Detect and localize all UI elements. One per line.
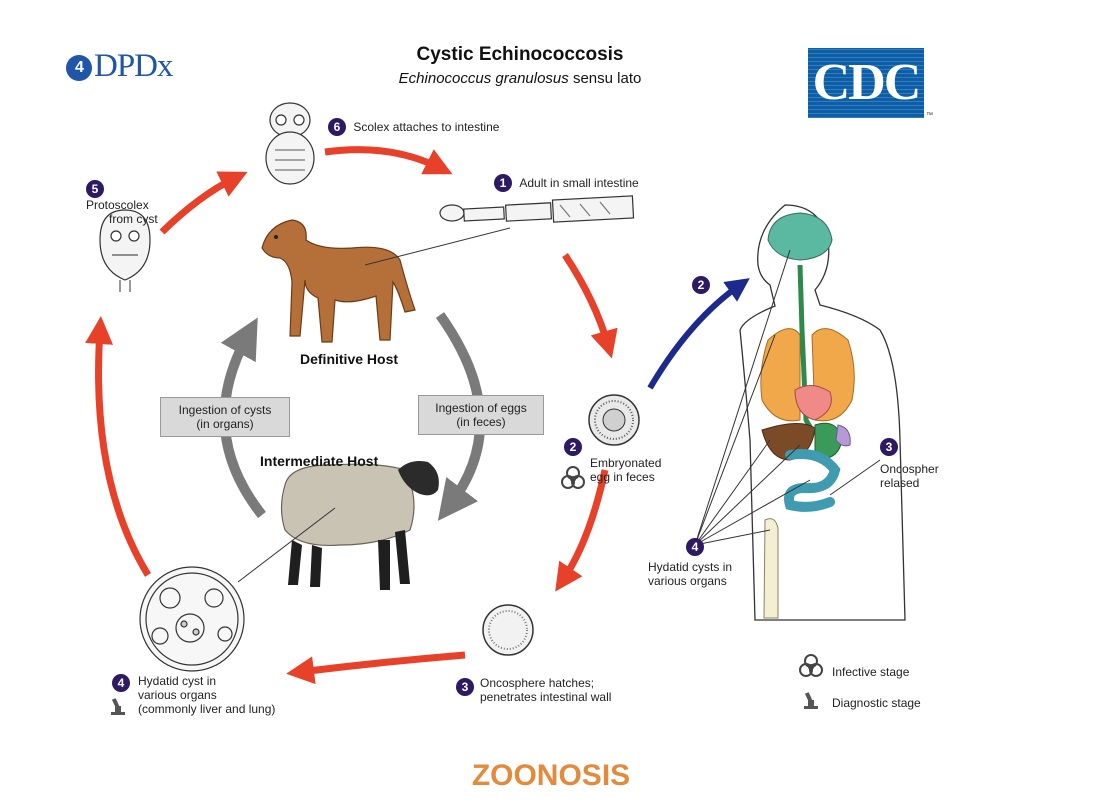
legend-diagnostic-label: Diagnostic stage	[832, 696, 921, 710]
cdc-logo-text: CDC	[812, 54, 922, 111]
human-stage-4-badge: 4	[686, 538, 704, 556]
zoonosis-caption: ZOONOSIS	[471, 759, 631, 792]
ingestion-cysts-box: Ingestion of cysts (in organs)	[160, 397, 290, 437]
protoscolex-illustration	[99, 209, 151, 292]
legend-biohazard-icon	[799, 654, 823, 677]
spleen	[835, 424, 851, 447]
stage-5-badge: 5	[86, 180, 104, 198]
adult-worm-illustration	[439, 195, 635, 223]
stage-6-badge: 6	[328, 118, 346, 136]
ingestion-cysts-line2: (in organs)	[196, 417, 254, 431]
stage-5-label: 5 Protoscolex from cyst	[86, 180, 158, 226]
arrow-2-to-3	[555, 469, 609, 592]
stage-3-badge: 3	[456, 678, 474, 696]
ingestion-eggs-line1: Ingestion of eggs	[435, 401, 527, 415]
diagram-subtitle: Echinococcus granulosus sensu lato	[340, 70, 700, 87]
stage-4-text-line2: various organs	[138, 688, 217, 702]
dog-illustration	[261, 219, 416, 343]
legend-infective-label: Infective stage	[832, 665, 910, 679]
species-name: Echinococcus granulosus	[398, 70, 569, 87]
human-stage-3-text-line1: Oncospher	[880, 462, 939, 476]
stage-2-text-line1: Embryonated	[590, 456, 662, 470]
arrow-4-to-5	[85, 316, 151, 577]
stage-5-text-line1: Protoscolex	[86, 198, 149, 212]
stage-2-badge: 2	[564, 438, 582, 456]
human-illustration	[739, 204, 906, 621]
stage-1-text: Adult in small intestine	[519, 176, 639, 190]
stage-1-badge: 1	[494, 174, 512, 192]
intermediate-host-label: Intermediate Host	[260, 453, 379, 469]
scolex-illustration	[265, 102, 315, 185]
human-stage-4-label: 4 Hydatid cysts in various organs	[648, 538, 732, 588]
heart	[794, 385, 832, 421]
human-stage-2-badge: 2	[692, 276, 710, 294]
stage-3-label: 3 Oncosphere hatches; penetrates intesti…	[456, 676, 611, 704]
definitive-host-label: Definitive Host	[300, 351, 399, 367]
microscope-icon	[111, 698, 125, 715]
intestines	[784, 449, 841, 512]
stage-4-text-line1: Hydatid cyst in	[138, 674, 217, 688]
stage-3-text-line1: Oncosphere hatches;	[480, 676, 595, 690]
sheep-illustration	[280, 461, 439, 590]
human-stage-3-text-line2: relased	[880, 476, 920, 490]
dpdx-logo-text: DPDx	[94, 48, 174, 84]
stage-2-label: 2	[564, 438, 582, 456]
stage-5-text-line2: from cyst	[109, 212, 158, 226]
stage-4-badge: 4	[112, 674, 130, 692]
arrow-1-to-2	[562, 253, 618, 359]
legend-microscope-icon	[804, 692, 818, 709]
arrow-6-to-1	[324, 146, 453, 175]
human-pointer-lines	[694, 249, 881, 546]
stage-6-text: Scolex attaches to intestine	[353, 120, 500, 134]
stage-1-label: 1 Adult in small intestine	[494, 174, 639, 192]
sheep-organ-pointer	[237, 507, 336, 583]
diagram-title: Cystic Echinococcosis	[416, 44, 624, 65]
arrow-3-to-4	[286, 651, 466, 685]
oncosphere-illustration	[482, 604, 534, 656]
stage-6-label: 6 Scolex attaches to intestine	[328, 118, 499, 136]
cdc-logo: CDC	[808, 48, 924, 118]
stage-4-label: 4 Hydatid cyst in various organs (common…	[112, 674, 275, 716]
human-stage-4-text-line2: various organs	[648, 574, 727, 588]
stage-4-text-line3: (commonly liver and lung)	[138, 702, 276, 716]
cdc-logo-stripes	[808, 48, 924, 118]
arrow-egg-to-human	[647, 278, 750, 390]
dpdx-logo-badge: 4	[66, 55, 92, 81]
embryonated-egg-illustration	[588, 394, 640, 446]
brain	[767, 212, 833, 261]
cycle-arrows	[85, 146, 618, 685]
human-stage-3-badge: 3	[880, 438, 898, 456]
stage-2-text: Embryonated egg in feces	[590, 456, 661, 484]
ingestion-eggs-box: Ingestion of eggs (in feces)	[418, 395, 544, 435]
ingestion-eggs-line2: (in feces)	[456, 415, 506, 429]
dog-intestine-pointer	[364, 227, 511, 266]
ingestion-cysts-line1: Ingestion of cysts	[178, 403, 272, 417]
stage-2-text-line2: egg in feces	[590, 470, 655, 484]
human-stage-3-label: 3 Oncospher relased	[880, 438, 939, 490]
biohazard-icon	[561, 466, 585, 489]
human-stage-4-text-line1: Hydatid cysts in	[648, 560, 733, 574]
femur	[763, 518, 779, 619]
cdc-trademark: ™	[926, 112, 933, 119]
species-qualifier: sensu lato	[568, 70, 642, 87]
stage-3-text-line2: penetrates intestinal wall	[480, 690, 612, 704]
arrow-5-to-6	[159, 171, 248, 235]
hydatid-cyst-illustration	[139, 566, 245, 672]
human-stage-2-badge-wrap: 2	[692, 276, 710, 294]
